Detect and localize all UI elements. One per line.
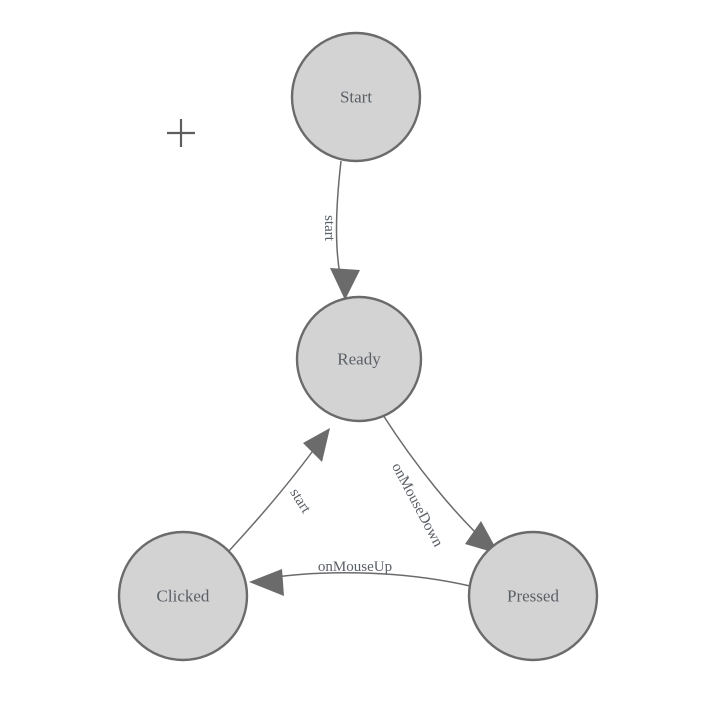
edge-label-clicked-to-ready: start <box>286 486 314 517</box>
node-ready-label: Ready <box>337 350 381 369</box>
edge-clicked-to-ready[interactable]: start <box>227 428 330 553</box>
node-clicked-label: Clicked <box>157 587 210 606</box>
node-clicked-circle[interactable] <box>117 530 249 662</box>
node-pressed[interactable]: Pressed <box>467 530 599 662</box>
node-pressed-circle[interactable] <box>467 530 599 662</box>
node-ready[interactable]: Ready <box>295 295 423 423</box>
node-start-circle[interactable] <box>290 31 422 163</box>
arrowhead-into-ready-from-clicked <box>303 428 330 462</box>
arrowhead-into-clicked <box>249 569 284 596</box>
node-clicked[interactable]: Clicked <box>117 530 249 662</box>
edge-start-to-ready[interactable]: start <box>321 160 360 300</box>
edge-ready-to-pressed[interactable]: onMouseDown <box>382 414 499 554</box>
edge-pressed-to-clicked[interactable]: onMouseUp <box>249 559 471 596</box>
node-pressed-label: Pressed <box>507 587 559 606</box>
edge-label-start-to-ready: start <box>321 215 337 242</box>
node-ready-circle[interactable] <box>295 295 423 423</box>
arrowhead-into-ready-from-start <box>330 268 360 300</box>
node-start-label: Start <box>340 88 372 107</box>
crosshair-icon <box>167 119 195 147</box>
arrowhead-into-pressed <box>465 521 499 554</box>
node-start[interactable]: Start <box>290 31 422 163</box>
edge-label-pressed-to-clicked: onMouseUp <box>318 559 392 575</box>
edge-label-ready-to-pressed: onMouseDown <box>388 460 446 550</box>
edge-path-clicked-to-ready <box>227 436 324 553</box>
